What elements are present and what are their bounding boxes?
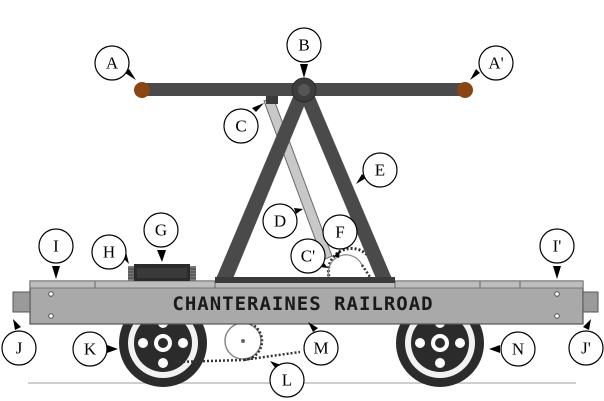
- label-i-prime: I': [539, 228, 575, 279]
- label-d: D: [262, 203, 303, 239]
- label-e: E: [356, 152, 398, 188]
- svg-text:L: L: [282, 371, 292, 390]
- label-k: K: [72, 331, 118, 367]
- left-wheel: [119, 299, 207, 387]
- label-c: C: [223, 103, 264, 144]
- label-n: N: [489, 331, 536, 367]
- svg-text:M: M: [313, 339, 328, 358]
- label-l: L: [269, 361, 305, 398]
- svg-text:F: F: [335, 223, 344, 242]
- label-i: I: [38, 228, 74, 279]
- seat-box: [128, 264, 196, 281]
- svg-text:C: C: [235, 117, 246, 136]
- svg-text:J: J: [16, 339, 23, 358]
- svg-text:I': I': [553, 237, 562, 256]
- svg-text:K: K: [84, 340, 97, 359]
- label-g: G: [143, 212, 179, 262]
- svg-text:H: H: [103, 243, 115, 262]
- a-frame: [215, 92, 395, 283]
- handle-bar: [134, 77, 473, 104]
- left-bumper: [12, 291, 31, 313]
- label-h: H: [91, 234, 129, 270]
- svg-text:A': A': [488, 54, 503, 73]
- svg-text:B: B: [298, 36, 309, 55]
- label-m: M: [303, 322, 339, 366]
- svg-text:N: N: [512, 340, 524, 359]
- label-f: F: [322, 214, 358, 258]
- svg-text:G: G: [155, 221, 167, 240]
- label-a-prime: A': [470, 45, 514, 81]
- svg-text:J': J': [581, 339, 591, 358]
- label-j: J: [1, 319, 37, 366]
- svg-text:E: E: [375, 161, 385, 180]
- label-c-prime: C': [290, 238, 328, 274]
- svg-text:A: A: [106, 54, 119, 73]
- railroad-name: CHANTERAINES RAILROAD: [172, 293, 433, 315]
- svg-text:C': C': [301, 247, 315, 266]
- label-j-prime: J': [568, 319, 604, 366]
- label-b: B: [286, 27, 322, 78]
- svg-text:I: I: [53, 237, 59, 256]
- label-a: A: [94, 45, 136, 81]
- platform: [29, 280, 584, 325]
- right-bumper: [582, 291, 599, 313]
- svg-text:D: D: [274, 212, 286, 231]
